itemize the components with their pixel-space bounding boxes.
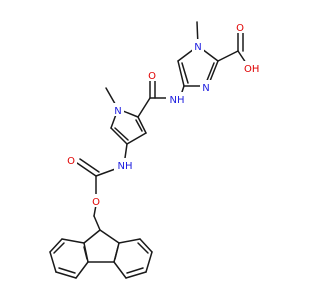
bond <box>217 50 239 62</box>
bond <box>145 251 153 273</box>
atom-o-carbamate-ester: O <box>92 197 100 208</box>
atom-nh-amide: NH <box>170 95 185 106</box>
bond <box>114 246 119 260</box>
bonds <box>49 21 249 279</box>
bond <box>126 267 144 274</box>
bond <box>137 116 147 134</box>
bond <box>53 242 65 254</box>
bond <box>181 62 189 84</box>
bond <box>113 261 127 279</box>
atom-o-acid-carbonyl: O <box>236 23 244 34</box>
bond <box>83 229 101 244</box>
bond <box>83 246 88 260</box>
bond <box>55 271 77 279</box>
bond <box>93 215 101 231</box>
bond <box>61 238 85 244</box>
atom-nh-carbamate: NH <box>118 161 133 172</box>
bond <box>125 271 147 279</box>
molecule-diagram: N N O OH O NH N NH O O <box>49 20 265 279</box>
bond <box>110 127 128 145</box>
bond <box>177 60 185 87</box>
atom-n-imid-ring: N <box>202 83 209 94</box>
structure-svg: N N O OH O NH N NH O O <box>49 20 265 279</box>
bond <box>126 132 147 145</box>
bond <box>205 62 215 84</box>
atom-o-carbamate-carbonyl: O <box>67 156 75 167</box>
bond <box>139 238 153 253</box>
bond <box>79 158 100 173</box>
bond <box>137 242 149 254</box>
bond <box>49 251 57 273</box>
atom-n-pyrrole: N <box>114 106 121 117</box>
atom-labels: N N O OH O NH N NH O O <box>65 20 265 208</box>
bond <box>99 229 120 244</box>
bond <box>114 127 129 141</box>
atom-o-amide: O <box>148 71 156 82</box>
atom-n-imid-methyl: N <box>194 42 201 53</box>
bond <box>118 238 141 244</box>
atom-oh-acid: OH <box>244 64 259 75</box>
bond <box>137 97 151 118</box>
bond <box>135 119 143 132</box>
bond <box>76 162 97 177</box>
bond <box>49 238 63 253</box>
bond <box>124 143 128 159</box>
bond <box>58 267 76 274</box>
bond <box>75 261 89 279</box>
